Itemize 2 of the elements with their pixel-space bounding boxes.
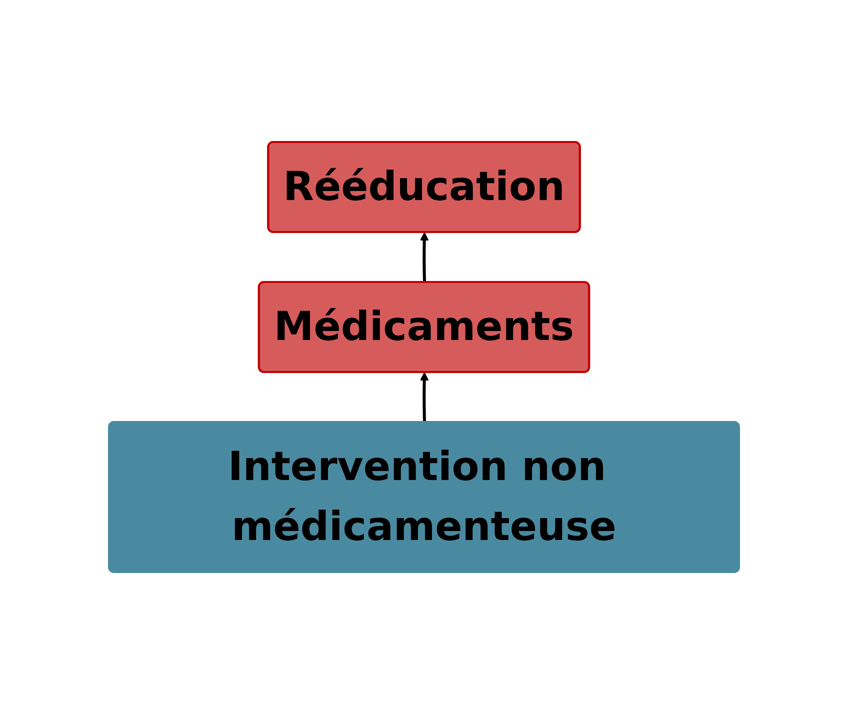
arrow — [420, 372, 429, 422]
arrow — [420, 232, 429, 282]
